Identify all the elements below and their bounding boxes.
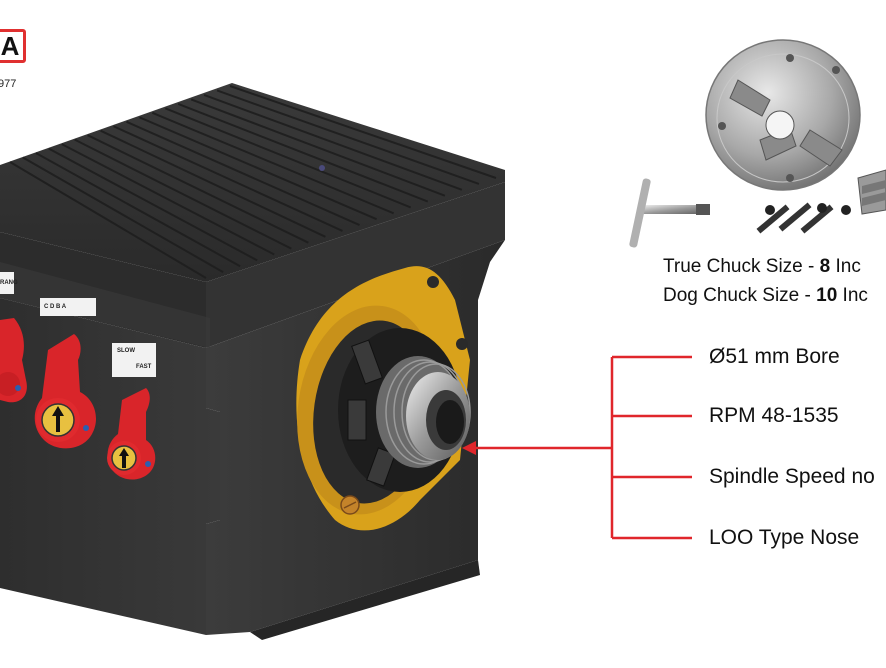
spec-bore: Ø51 mm Bore [709,345,840,368]
spec-spindle-speed: Spindle Speed no [709,465,875,488]
logo-letter: A [0,31,20,61]
spec-nose-type: LOO Type Nose [709,526,860,549]
gear-selector-letters: C D B A [44,304,67,310]
mounting-bolts [756,202,851,234]
spare-jaws [857,169,886,215]
true-chuck-size: True Chuck Size - 8 Inc [663,256,861,277]
brand-logo: A [0,29,26,63]
speed-levers [0,272,156,480]
speed-fast-label: FAST [136,364,152,370]
callout-connector [462,355,692,540]
spec-rpm: RPM 48-1535 [709,404,839,427]
three-jaw-chuck [705,39,861,191]
logo-year: 977 [0,78,17,90]
speed-slow-label: SLOW [117,348,135,354]
spindle-nose [338,328,471,492]
dog-chuck-size: Dog Chuck Size - 10 Inc [663,285,868,306]
lever-left-label: RANG [0,280,18,286]
chuck-key [629,178,710,248]
